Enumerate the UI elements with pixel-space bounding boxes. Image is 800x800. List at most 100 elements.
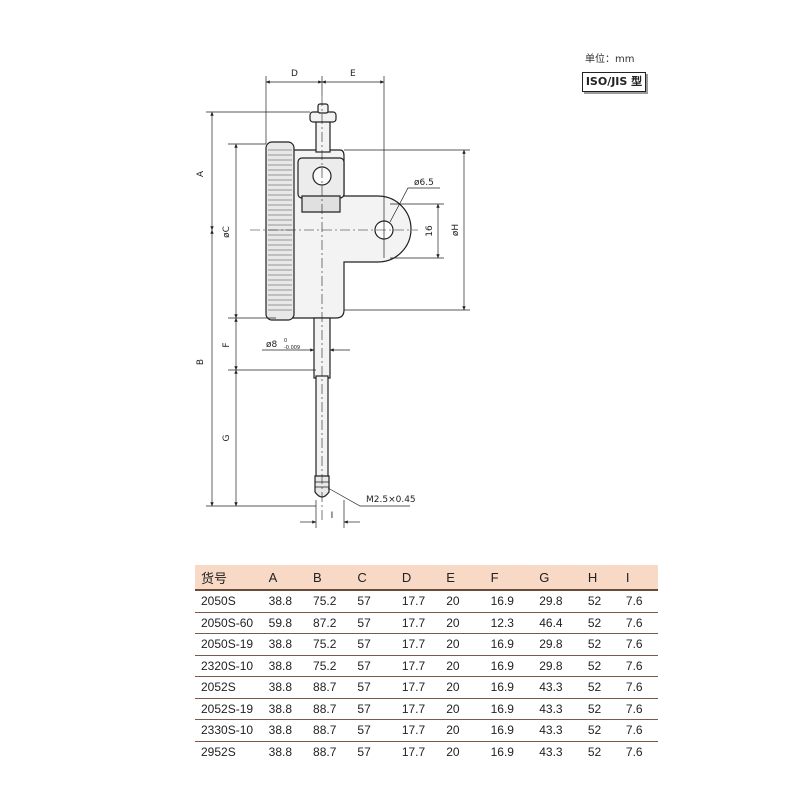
cell-a: 38.8	[262, 590, 308, 613]
cell-a: 38.8	[268, 744, 292, 759]
label-h: øH	[451, 224, 461, 236]
cell-f: 16.9	[484, 633, 534, 656]
cell-g: 29.8	[533, 590, 582, 613]
col-header-model: 货号	[195, 565, 263, 591]
cell-a: 59.8	[262, 612, 308, 634]
cell-a: 38.8	[262, 676, 308, 699]
label-hole: ø6.5	[414, 178, 434, 188]
cell-g: 29.8	[533, 655, 582, 677]
label-stem-tol-upper: 0	[284, 338, 287, 344]
cell-g: 43.3	[533, 676, 582, 699]
cell-i: 7.6	[619, 590, 658, 613]
clamp-lower	[301, 195, 341, 213]
label-g: G	[222, 434, 232, 441]
col-header-a: A	[262, 565, 308, 591]
cell-i: 7.6	[619, 655, 658, 677]
cell-e: 20	[440, 633, 485, 656]
cell-e: 20	[440, 612, 485, 634]
cell-d: 17.7	[395, 655, 441, 677]
top-stem	[315, 119, 331, 153]
cell-c: 57	[351, 676, 396, 699]
cell-h: 52	[581, 612, 620, 634]
cell-h: 52	[581, 719, 620, 742]
cell-i: 7.6	[619, 719, 658, 742]
label-stem-tol-lower: -0.009	[284, 345, 300, 351]
cell-model: 2050S	[195, 590, 263, 613]
cell-h: 52	[587, 744, 602, 759]
col-header-h: H	[581, 565, 620, 591]
cell-g: 29.8	[533, 633, 582, 656]
cell-f: 16.9	[484, 676, 534, 699]
cell-g: 43.3	[533, 698, 582, 720]
unit-label: 单位：mm	[585, 54, 635, 65]
cell-i: 7.6	[619, 612, 658, 634]
bezel-knurl	[268, 149, 292, 311]
cell-h: 52	[581, 590, 620, 613]
cell-a: 38.8	[262, 655, 308, 677]
cell-b: 88.7	[307, 719, 352, 742]
label-c: øC	[222, 226, 232, 238]
cell-b: 87.2	[307, 612, 352, 634]
cell-h: 52	[581, 633, 620, 656]
cell-model: 2330S-10	[195, 719, 263, 742]
cell-model: 2052S	[195, 676, 263, 699]
cell-b: 75.2	[307, 590, 352, 613]
bezel	[265, 141, 295, 321]
col-header-f: F	[484, 565, 534, 591]
cell-e: 20	[440, 698, 485, 720]
cell-f: 12.3	[484, 612, 534, 634]
cell-model: 2050S-60	[195, 612, 263, 634]
cell-i: 7.6	[625, 744, 643, 759]
label-a: A	[196, 170, 206, 177]
cell-i: 7.6	[619, 633, 658, 656]
cell-c: 57	[351, 655, 396, 677]
cell-h: 52	[581, 698, 620, 720]
cell-model: 2320S-10	[195, 655, 263, 677]
cell-f: 16.9	[484, 590, 534, 613]
cell-i: 7.6	[619, 698, 658, 720]
cell-h: 52	[581, 655, 620, 677]
cell-a: 38.8	[262, 698, 308, 720]
thread-leader	[327, 487, 410, 507]
cell-e: 20	[440, 719, 485, 742]
cell-f: 16.9	[490, 744, 514, 759]
indicator-body	[265, 103, 412, 498]
cell-d: 17.7	[395, 719, 441, 742]
cell-b: 75.2	[307, 655, 352, 677]
contact-point	[314, 475, 330, 498]
cell-model: 2052S-19	[195, 698, 263, 720]
col-header-c: C	[351, 565, 396, 591]
label-d: D	[291, 69, 298, 79]
cell-f: 16.9	[484, 719, 534, 742]
label-e: E	[350, 69, 356, 79]
cell-i: 7.6	[619, 676, 658, 699]
cell-g: 43.3	[539, 744, 563, 759]
cell-a: 38.8	[262, 719, 308, 742]
table-header-row: 货号 A B C D E F G H I	[195, 565, 658, 591]
col-header-i: I	[619, 565, 658, 591]
cell-b: 88.7	[307, 698, 352, 720]
cell-b: 88.7	[313, 744, 337, 759]
cell-c: 57	[351, 590, 396, 613]
top-knob-tip	[317, 103, 329, 114]
cell-g: 46.4	[533, 612, 582, 634]
cell-c: 57	[351, 719, 396, 742]
cell-model: 2050S-19	[195, 633, 263, 656]
label-lug: 16	[425, 225, 435, 237]
cell-b: 88.7	[307, 676, 352, 699]
cell-e: 20	[440, 590, 485, 613]
cell-h: 52	[581, 676, 620, 699]
hole-leader	[389, 187, 440, 223]
cell-c: 57	[357, 744, 371, 759]
cell-model: 2952S	[201, 744, 236, 759]
label-i: I	[331, 511, 334, 521]
